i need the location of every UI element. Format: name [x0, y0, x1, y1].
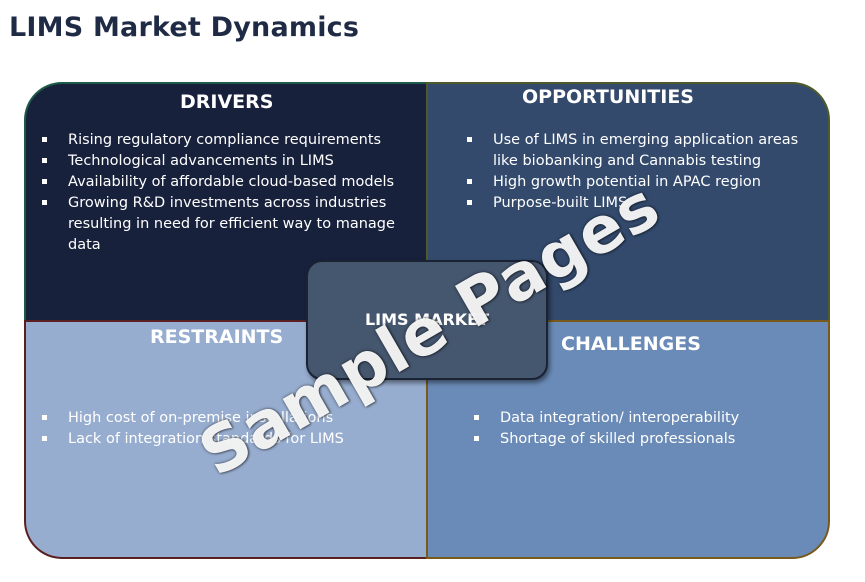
bullet-icon: [467, 200, 472, 205]
list-item: High cost of on-premise installations: [40, 408, 410, 429]
challenges-heading: CHALLENGES: [561, 333, 701, 355]
bullet-icon: [42, 137, 47, 142]
list-item-text: Data integration/ interoperability: [500, 410, 740, 426]
list-item-text: Rising regulatory compliance requirement…: [68, 132, 382, 148]
list-item-text: Growing R&D investments across industrie…: [68, 195, 395, 253]
page-title: LIMS Market Dynamics: [9, 12, 360, 43]
restraints-heading: RESTRAINTS: [150, 326, 284, 348]
opportunities-list: Use of LIMS in emerging application area…: [465, 130, 805, 214]
challenges-list: Data integration/ interoperability Short…: [472, 408, 812, 450]
bullet-icon: [42, 436, 47, 441]
list-item-text: Use of LIMS in emerging application area…: [493, 132, 799, 169]
bullet-icon: [42, 179, 47, 184]
list-item-text: Availability of affordable cloud-based m…: [68, 174, 395, 190]
list-item: Rising regulatory compliance requirement…: [40, 130, 400, 151]
list-item-text: High growth potential in APAC region: [493, 174, 761, 190]
list-item: Growing R&D investments across industrie…: [40, 193, 400, 256]
list-item-text: Lack of integration standards for LIMS: [68, 431, 344, 447]
bullet-icon: [467, 137, 472, 142]
center-box: LIMS MARKET: [306, 260, 548, 380]
bullet-icon: [467, 179, 472, 184]
drivers-heading: DRIVERS: [180, 91, 274, 113]
list-item: Use of LIMS in emerging application area…: [465, 130, 805, 172]
list-item-text: Purpose-built LIMS: [493, 195, 628, 211]
restraints-list: High cost of on-premise installations La…: [40, 408, 410, 450]
bullet-icon: [474, 415, 479, 420]
bullet-icon: [42, 415, 47, 420]
list-item: Shortage of skilled professionals: [472, 429, 812, 450]
center-label: LIMS MARKET: [364, 310, 490, 329]
list-item-text: Shortage of skilled professionals: [500, 431, 736, 447]
list-item-text: Technological advancements in LIMS: [68, 153, 334, 169]
list-item: Technological advancements in LIMS: [40, 151, 400, 172]
drivers-list: Rising regulatory compliance requirement…: [40, 130, 400, 256]
bullet-icon: [42, 200, 47, 205]
list-item: Purpose-built LIMS: [465, 193, 805, 214]
list-item: High growth potential in APAC region: [465, 172, 805, 193]
list-item: Lack of integration standards for LIMS: [40, 429, 410, 450]
list-item: Availability of affordable cloud-based m…: [40, 172, 400, 193]
bullet-icon: [474, 436, 479, 441]
bullet-icon: [42, 158, 47, 163]
list-item-text: High cost of on-premise installations: [68, 410, 334, 426]
list-item: Data integration/ interoperability: [472, 408, 812, 429]
opportunities-heading: OPPORTUNITIES: [522, 86, 694, 108]
